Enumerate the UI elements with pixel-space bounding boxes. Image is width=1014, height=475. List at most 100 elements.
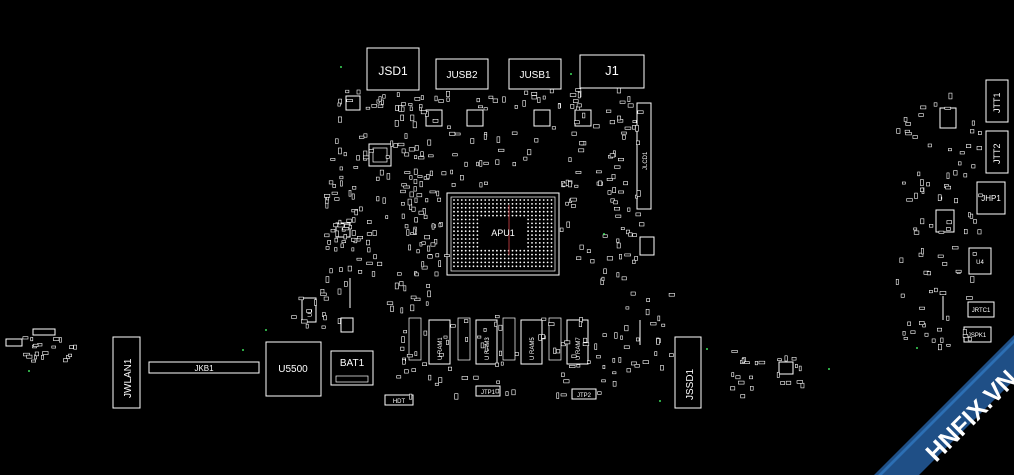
passive-footprint	[375, 176, 380, 181]
passive-footprint	[919, 321, 925, 325]
passive-footprint	[576, 256, 582, 260]
passive-footprint	[446, 91, 450, 97]
passive-footprint	[777, 358, 782, 362]
passive-footprint	[616, 238, 620, 243]
passive-footprint	[511, 389, 516, 396]
passive-footprint	[635, 125, 639, 132]
passive-footprint	[560, 393, 567, 397]
passive-footprint	[638, 222, 645, 227]
passive-footprint	[620, 227, 625, 231]
passive-footprint	[962, 334, 969, 338]
passive-footprint	[427, 254, 433, 259]
passive-footprint	[401, 213, 405, 219]
passive-footprint	[401, 106, 405, 112]
passive-footprint	[363, 155, 370, 160]
passive-footprint	[615, 214, 622, 218]
passive-footprint	[618, 357, 622, 363]
passive-footprint	[613, 207, 620, 211]
passive-footprint	[73, 344, 77, 350]
passive-footprint	[337, 116, 342, 123]
passive-footprint	[634, 364, 640, 368]
passive-footprint	[334, 197, 340, 201]
passive-footprint	[559, 227, 564, 232]
connector-jsd1: JSD1	[366, 47, 420, 91]
passive-footprint	[330, 229, 336, 233]
passive-footprint	[944, 106, 951, 110]
passive-footprint	[668, 353, 674, 357]
passive-footprint	[477, 335, 482, 339]
passive-footprint	[905, 132, 912, 136]
passive-footprint	[399, 281, 404, 287]
passive-footprint	[402, 358, 406, 365]
passive-footprint	[421, 265, 428, 270]
passive-footprint	[973, 219, 977, 224]
passive-footprint	[430, 242, 436, 247]
passive-footprint	[606, 178, 613, 181]
passive-footprint	[408, 147, 415, 152]
passive-footprint	[570, 197, 577, 202]
passive-footprint	[390, 305, 394, 312]
passive-footprint	[371, 104, 377, 108]
passive-footprint	[327, 240, 332, 245]
passive-footprint	[502, 96, 506, 103]
passive-footprint	[740, 394, 746, 399]
label-jspk1: JSPK1	[968, 333, 987, 339]
passive-footprint	[523, 156, 528, 161]
passive-footprint	[668, 292, 675, 297]
passive-footprint	[784, 355, 788, 362]
passive-footprint	[496, 136, 501, 143]
passive-footprint	[332, 184, 336, 188]
passive-footprint	[421, 261, 425, 268]
passive-footprint	[330, 158, 336, 161]
passive-footprint	[605, 109, 612, 113]
passive-footprint	[386, 301, 394, 305]
label-jsd1: JSD1	[378, 64, 408, 78]
connector-jtt1: JTT1	[985, 79, 1009, 123]
passive-footprint	[578, 321, 583, 327]
passive-footprint	[427, 139, 432, 146]
passive-footprint	[656, 338, 660, 345]
passive-footprint	[968, 212, 971, 218]
passive-footprint	[617, 115, 621, 121]
passive-footprint	[439, 352, 444, 357]
passive-footprint	[575, 88, 582, 92]
passive-footprint	[363, 133, 368, 138]
passive-footprint	[328, 180, 334, 185]
passive-footprint	[963, 173, 968, 178]
label-jtt1: JTT1	[992, 92, 1002, 113]
passive-footprint	[356, 155, 360, 161]
passive-footprint	[335, 230, 339, 237]
passive-footprint	[579, 244, 584, 250]
passive-footprint	[451, 183, 456, 187]
passive-footprint	[454, 132, 461, 136]
passive-footprint	[420, 151, 424, 157]
passive-footprint	[602, 333, 607, 337]
passive-footprint	[926, 271, 932, 276]
passive-footprint	[522, 100, 526, 107]
passive-footprint	[483, 161, 489, 165]
passive-footprint	[404, 369, 409, 374]
passive-footprint	[414, 272, 419, 277]
passive-footprint	[432, 119, 439, 123]
passive-footprint	[634, 255, 638, 261]
passive-footprint	[610, 198, 615, 203]
passive-footprint	[548, 322, 555, 326]
passive-footprint	[366, 232, 373, 236]
passive-footprint	[354, 209, 358, 216]
passive-footprint	[477, 105, 483, 109]
passive-footprint	[368, 149, 374, 153]
passive-footprint	[586, 360, 591, 364]
passive-footprint	[498, 324, 503, 331]
passive-footprint	[483, 327, 487, 332]
passive-footprint	[654, 351, 658, 356]
passive-footprint	[563, 379, 570, 384]
passive-footprint	[291, 315, 297, 319]
passive-footprint	[537, 97, 541, 103]
passive-footprint	[611, 174, 616, 180]
passive-footprint	[586, 249, 591, 254]
passive-footprint	[337, 102, 341, 107]
passive-footprint	[363, 150, 368, 157]
passive-footprint	[426, 284, 431, 288]
passive-footprint	[366, 261, 373, 266]
passive-footprint	[593, 124, 600, 129]
